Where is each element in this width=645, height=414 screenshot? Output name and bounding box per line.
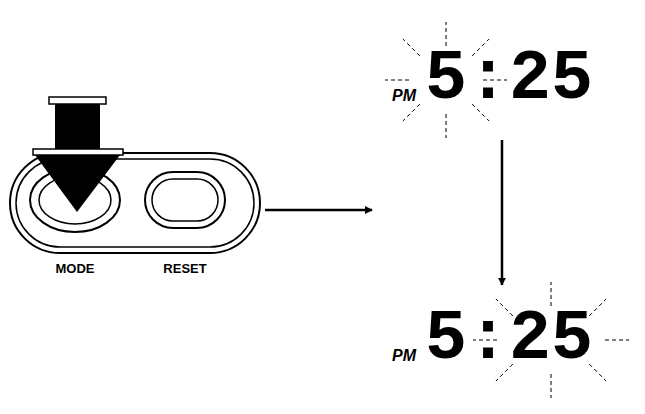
- flash-ray: [551, 282, 552, 306]
- flash-ray: [446, 114, 447, 138]
- button-label: RESET: [163, 262, 206, 275]
- reset-button: [145, 172, 225, 228]
- button-label: MODE: [56, 262, 95, 275]
- flash-ray: [605, 340, 629, 341]
- am-pm-indicator: PM: [392, 348, 416, 364]
- flow-arrow: [265, 209, 372, 212]
- time-display: 5:25: [425, 305, 593, 375]
- flash-ray: [446, 22, 447, 46]
- am-pm-indicator: PM: [392, 88, 416, 104]
- flash-ray: [551, 374, 552, 398]
- flash-ray: [403, 39, 420, 56]
- flash-ray: [385, 80, 409, 81]
- flow-arrow: [501, 140, 504, 285]
- flash-ray: [403, 104, 420, 121]
- press-arrow: [33, 97, 123, 212]
- time-display: 5:25: [425, 45, 593, 115]
